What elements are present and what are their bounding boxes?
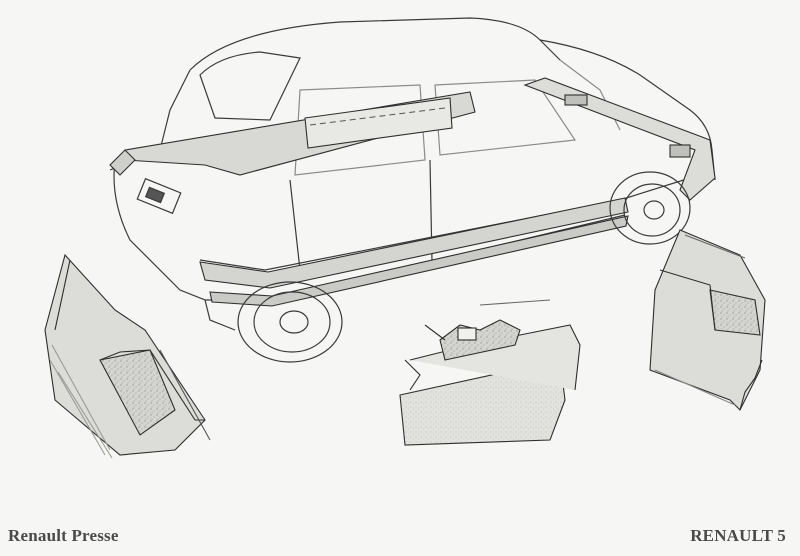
detail-left-profile: [44, 253, 211, 459]
car-roof: [189, 17, 561, 71]
car-drawing: [109, 17, 716, 331]
front-wheel: [609, 171, 691, 245]
rear-wheel: [237, 281, 343, 363]
rear-bumper-strip: [109, 149, 136, 176]
side-skirt-strip: [199, 197, 629, 289]
car-rear-face: [113, 159, 236, 331]
detail-center-clip: [399, 299, 581, 446]
publisher-label: Renault Presse: [8, 526, 119, 545]
technical-illustration: [44, 17, 766, 459]
detail-right-profile: [649, 229, 766, 411]
trim-strips: [109, 77, 716, 307]
front-bumper: [523, 77, 716, 201]
car-rear-window: [199, 51, 301, 121]
model-label: RENAULT 5: [690, 526, 786, 545]
